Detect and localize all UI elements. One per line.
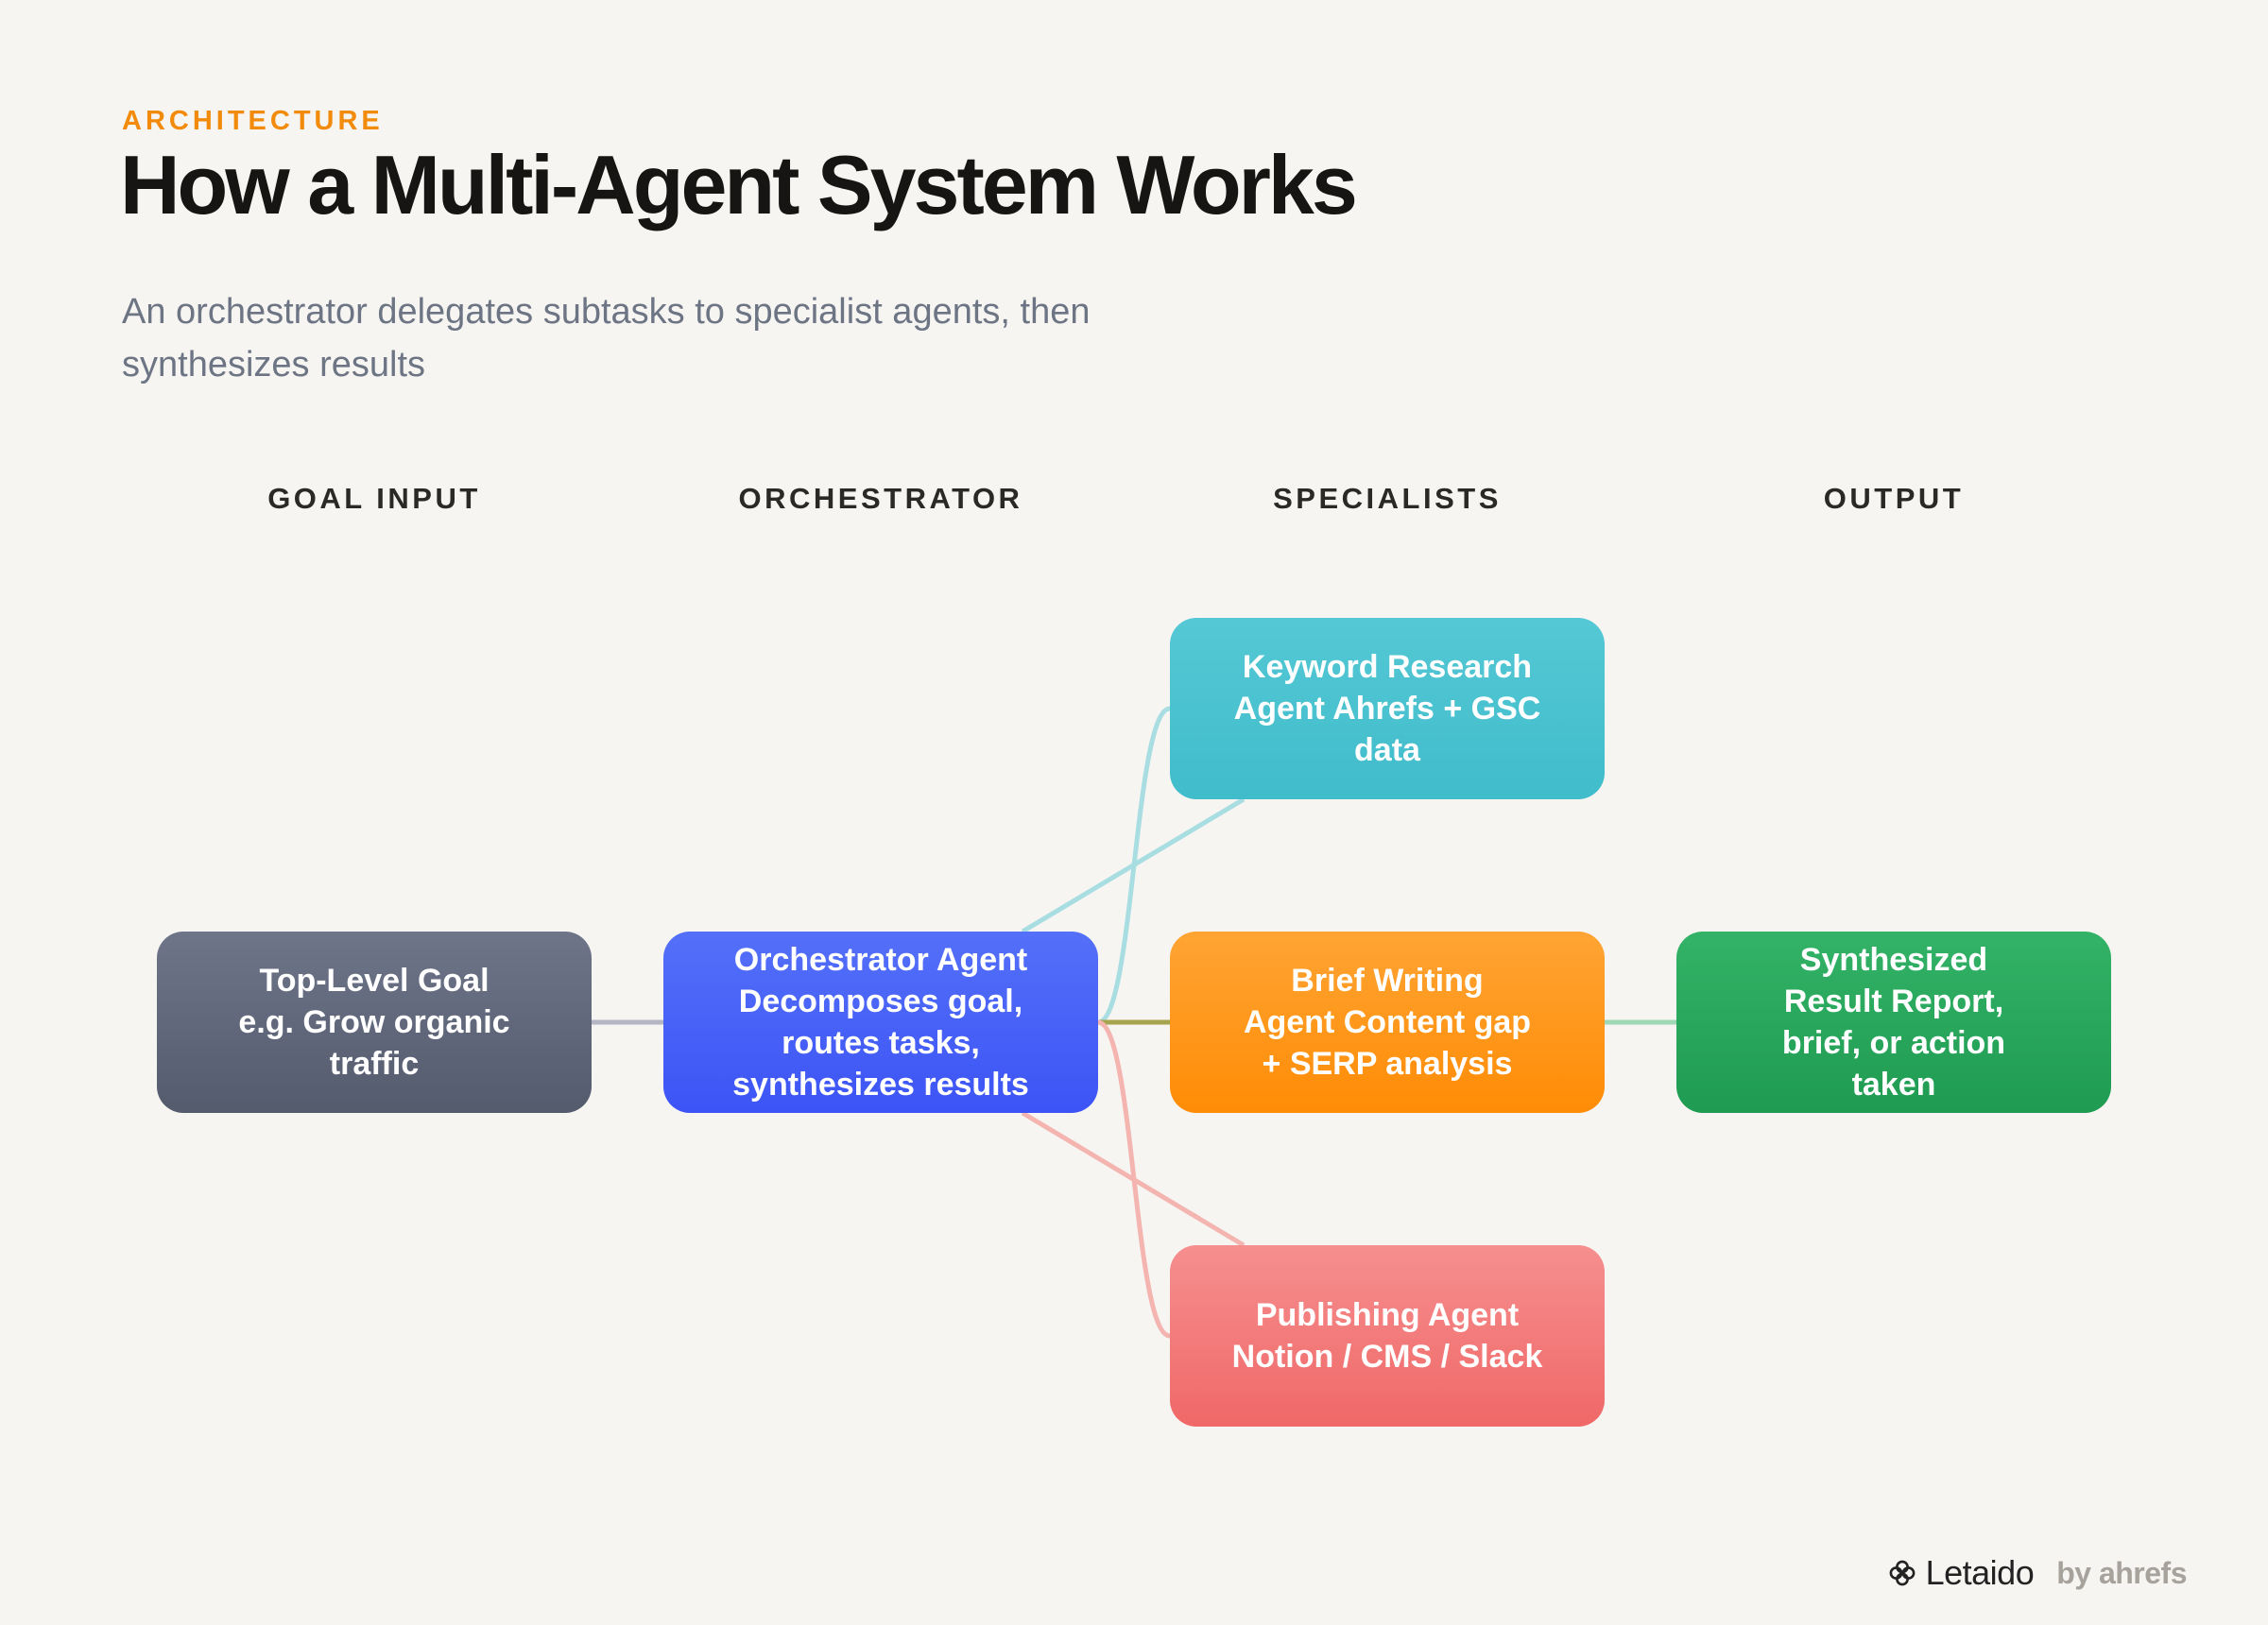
- section-eyebrow: ARCHITECTURE: [122, 106, 384, 136]
- node-orchestrator: Orchestrator Agent Decomposes goal, rout…: [663, 932, 1098, 1113]
- node-synthesized-result: Synthesized Result Report, brief, or act…: [1676, 932, 2111, 1113]
- brand-by-ahrefs: by ahrefs: [2056, 1555, 2187, 1590]
- node-brief-writing-agent-text: Brief Writing Agent Content gap + SERP a…: [1243, 963, 1532, 1082]
- column-label-specialists: SPECIALISTS: [1273, 482, 1502, 515]
- brand-logo: Letaido by ahrefs: [1888, 1553, 2187, 1593]
- node-top-level-goal: Top-Level Goal e.g. Grow organic traffic: [157, 932, 592, 1113]
- node-keyword-research-agent: Keyword Research Agent Ahrefs + GSC data: [1170, 618, 1605, 799]
- node-top-level-goal-text: Top-Level Goal e.g. Grow organic traffic: [238, 963, 510, 1082]
- node-synthesized-result-text: Synthesized Result Report, brief, or act…: [1781, 942, 2006, 1103]
- page-subtitle: An orchestrator delegates subtasks to sp…: [122, 292, 1091, 385]
- node-keyword-research-agent-text: Keyword Research Agent Ahrefs + GSC data: [1233, 649, 1541, 768]
- brand-name: Letaido: [1925, 1553, 2035, 1592]
- column-label-output: OUTPUT: [1823, 482, 1965, 515]
- node-publishing-agent: Publishing Agent Notion / CMS / Slack: [1170, 1245, 1605, 1427]
- connector-orchestrator-to-keyword-curve: [1097, 706, 1171, 1025]
- node-orchestrator-text: Orchestrator Agent Decomposes goal, rout…: [732, 942, 1029, 1103]
- node-publishing-agent-text: Publishing Agent Notion / CMS / Slack: [1231, 1297, 1543, 1375]
- column-label-orchestrator: ORCHESTRATOR: [738, 482, 1023, 515]
- connector-orchestrator-to-publishing-curve: [1097, 1019, 1171, 1339]
- column-label-goal-input: GOAL INPUT: [267, 482, 481, 515]
- clover-icon: [1889, 1560, 1916, 1586]
- node-brief-writing-agent: Brief Writing Agent Content gap + SERP a…: [1170, 932, 1605, 1113]
- page-title: How a Multi-Agent System Works: [120, 138, 1358, 231]
